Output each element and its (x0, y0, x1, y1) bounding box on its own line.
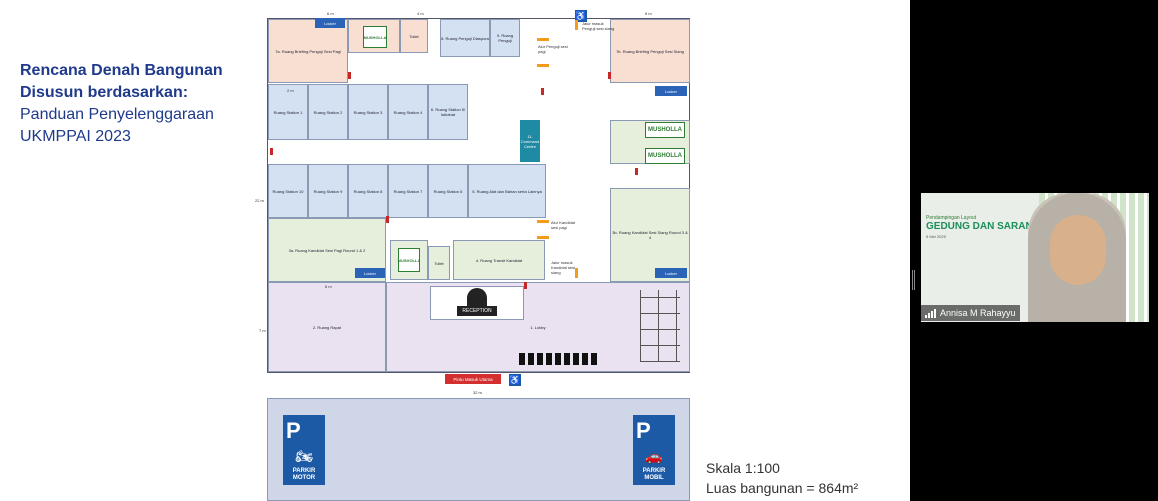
main-entrance: Pintu Masuk Utama (445, 374, 501, 384)
room-station-5: 6. Ruang Station 5/ Istirahat (428, 84, 468, 140)
room-station-3: Ruang Station 3 (348, 84, 388, 140)
room-station-2: Ruang Station 2 (308, 84, 348, 140)
dim-top-3: 6 m (645, 11, 652, 16)
room-penguji-diaspora: 8. Ruang Penguji Diaspora (440, 19, 490, 57)
participant-video-tile[interactable]: Pendampingan Layout GEDUNG DAN SARANA 5 … (921, 193, 1149, 322)
room-toilet-bottom: Toilet (428, 246, 450, 280)
parking-mobil-label: PARKIR MOBIL (642, 468, 666, 481)
musholla-right-2: MUSHOLLA (645, 148, 685, 164)
label-alur-penguji-pagi: Alur Penguji sesi pagi (538, 44, 568, 54)
dim-top-1: 6 m (327, 11, 334, 16)
flow-arrow-5 (575, 268, 578, 278)
floor-plan: 7a. Ruang Briefing Penguji Sesi Pagi Loc… (245, 8, 705, 501)
presentation-slide: Rencana Denah Bangunan Disusun berdasark… (0, 0, 910, 501)
fire-extinguisher-icon (386, 216, 389, 223)
waiting-chairs-icon (519, 353, 599, 365)
slide-title-line2: Disusun berdasarkan: (20, 84, 189, 101)
wheelchair-icon: ♿ (509, 374, 521, 386)
fire-extinguisher-icon (635, 168, 638, 175)
slide-title-line1: Rencana Denah Bangunan (20, 62, 223, 79)
area-text: Luas bangunan = 864m² (706, 480, 859, 496)
reception-desk: RECEPTION (457, 306, 497, 316)
motorcycle-icon: 🏍 (295, 447, 313, 464)
signal-bars-icon (925, 308, 936, 318)
slide-title-line3: Panduan Penyelenggaraan (20, 106, 214, 123)
slide-title-block: Rencana Denah Bangunan Disusun berdasark… (20, 60, 250, 148)
parking-mobil-p: P (636, 418, 651, 443)
parking-mobil: P 🚗 PARKIR MOBIL (630, 413, 678, 489)
locker-top-left: Locker (315, 18, 345, 28)
dim-top-2: 4 m (417, 11, 424, 16)
room-command-centre: 11. Command Centre (520, 120, 540, 162)
video-banner-title: GEDUNG DAN SARANA (926, 221, 1040, 232)
panel-resize-handle[interactable] (912, 270, 915, 290)
scale-text: Skala 1:100 (706, 460, 780, 476)
fire-extinguisher-icon (524, 282, 527, 289)
flow-arrow-6 (575, 20, 578, 30)
room-station-10: Ruang Station 10 (268, 164, 308, 218)
dim-rapat: 6 m (325, 284, 332, 289)
fire-extinguisher-icon (608, 72, 611, 79)
parking-motor-p: P (286, 418, 301, 443)
label-jalur-kandidat-siang: Jalur masuk Kandidat sesi siang (551, 260, 576, 275)
room-station-1: Ruang Station 1 (268, 84, 308, 140)
wheelchair-icon-top: ♿ (575, 10, 587, 22)
fire-extinguisher-icon (541, 88, 544, 95)
label-jalur-penguji-siang: Jalur masuk Penguji sesi siang (582, 21, 615, 31)
room-station-6: Ruang Station 6 (428, 164, 468, 218)
dim-left-height: 22 m (255, 198, 264, 203)
locker-top-right: Locker (655, 86, 687, 96)
room-station-8: Ruang Station 8 (348, 164, 388, 218)
musholla-top: MUSHOLLA (363, 26, 387, 48)
video-banner-date: 5 Mei 2025 (926, 234, 946, 239)
participant-name: Annisa M Rahayyu (940, 308, 1016, 318)
participant-avatar (1028, 193, 1126, 322)
label-alur-kandidat-pagi: Alur Kandidat sesi pagi (551, 220, 576, 230)
room-station-7: Ruang Station 7 (388, 164, 428, 218)
musholla-bottom: MUSHOLLA (398, 248, 420, 272)
room-rapat: 2. Ruang Rapat (268, 282, 386, 372)
parking-motor: P 🏍 PARKIR MOTOR (280, 413, 328, 489)
room-station-4: Ruang Station 4 (388, 84, 428, 140)
parking-motor-label: PARKIR MOTOR (292, 468, 316, 481)
room-penguji-9: 9. Ruang Penguji (490, 19, 520, 57)
locker-bottom-right: Locker (655, 268, 687, 278)
fire-extinguisher-icon (270, 148, 273, 155)
car-icon: 🚗 (645, 447, 663, 464)
locker-bottom-left: Locker (355, 268, 385, 278)
flow-arrow-1 (537, 38, 549, 41)
room-station-9: Ruang Station 9 (308, 164, 348, 218)
dim-lobby-height: 7 m (259, 328, 266, 333)
musholla-right-1: MUSHOLLA (645, 122, 685, 138)
fire-extinguisher-icon (348, 72, 351, 79)
room-alat-bahan: 5. Ruang Alat dan Bahan serta Lainnya (468, 164, 546, 218)
sofa-icon (640, 290, 680, 362)
dim-corridor: 2 m (287, 88, 294, 93)
flow-arrow-2 (537, 64, 549, 67)
scale-info: Skala 1:100 Luas bangunan = 864m² (706, 458, 858, 498)
participant-nameplate: Annisa M Rahayyu (921, 305, 1020, 321)
parking-area (267, 398, 690, 501)
room-toilet-top: Toilet (400, 19, 428, 53)
flow-arrow-4 (537, 236, 549, 239)
room-briefing-pagi: 7a. Ruang Briefing Penguji Sesi Pagi (268, 19, 348, 83)
room-kandidat-siang: 3b. Ruang Kandidat Sesi Siang Round 3 & … (610, 188, 690, 282)
flow-arrow-3 (537, 220, 549, 223)
slide-title-line4: UKMPPAI 2023 (20, 128, 131, 145)
dim-bottom-width: 32 m (473, 390, 482, 395)
video-banner-small: Pendampingan Layout (926, 215, 977, 221)
room-briefing-siang: 7b. Ruang Briefing Penguji Sesi Siang (610, 19, 690, 83)
receptionist-icon (467, 288, 487, 306)
room-transit: 4. Ruang Transit Kandidat (453, 240, 545, 280)
